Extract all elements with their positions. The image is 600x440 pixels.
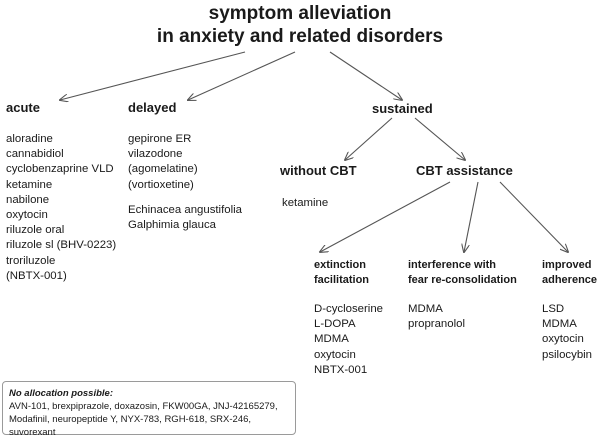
list-item: oxytocin <box>542 333 584 346</box>
arrow-to-cbt-assistance <box>414 117 465 160</box>
extinction-list: D-cycloserine L-DOPA MDMA oxytocin NBTX-… <box>314 302 383 378</box>
list-item: psilocybin <box>542 348 593 361</box>
list-item: LSD <box>542 303 565 315</box>
list-item: troriluzole <box>6 254 56 267</box>
list-item: riluzole oral <box>6 224 65 237</box>
list-item: D-cycloserine <box>314 303 383 315</box>
list-item: (agomelatine) <box>128 163 198 176</box>
list-item: gepirone ER <box>128 133 192 145</box>
list-item: propranolol <box>408 318 465 331</box>
arrow-to-acute <box>60 51 246 100</box>
delayed-heading: delayed <box>128 100 177 115</box>
no-allocation-title: No allocation possible: <box>9 388 113 399</box>
arrow-to-delayed <box>188 51 296 100</box>
without-cbt-list: ketamine <box>282 196 328 211</box>
delayed-list-2: Echinacea angustifolia Galphimia glauca <box>128 203 242 233</box>
sustained-heading: sustained <box>372 101 433 116</box>
list-item: Galphimia glauca <box>128 219 217 232</box>
list-item: (vortioxetine) <box>128 178 194 191</box>
interference-list: MDMA propranolol <box>408 302 465 332</box>
list-item: MDMA <box>314 333 349 346</box>
delayed-list: gepirone ER vilazodone (agomelatine) (vo… <box>128 132 198 193</box>
list-item: oxytocin <box>6 209 48 222</box>
list-item: cyclobenzaprine VLD <box>6 163 114 176</box>
adherence-heading: improved adherence <box>542 259 598 286</box>
list-item: vilazodone <box>128 148 183 161</box>
list-item: ketamine <box>282 197 329 209</box>
cbt-assistance-heading: CBT assistance <box>416 163 513 178</box>
list-item: aloradine <box>6 133 53 145</box>
list-item: ketamine <box>6 178 53 191</box>
diagram-title-line-1: symptom alleviation <box>208 3 392 24</box>
list-item: Echinacea angustifolia <box>128 204 242 216</box>
arrow-to-adherence <box>499 181 568 252</box>
no-allocation-line-1: AVN-101, brexpiprazole, doxazosin, FKW00… <box>9 401 278 412</box>
list-item: MDMA <box>542 318 577 331</box>
adherence-column: improved adherence LSD MDMA oxytocin psi… <box>542 258 600 368</box>
no-allocation-line-2: Modafinil, neuropeptide Y, NYX-783, RGH-… <box>9 414 252 438</box>
adherence-list: LSD MDMA oxytocin psilocybin <box>542 302 600 363</box>
list-item: nabilone <box>6 193 50 206</box>
list-item: oxytocin <box>314 348 356 361</box>
no-allocation-box: No allocation possible: AVN-101, brexpip… <box>2 381 296 438</box>
list-item: riluzole sl (BHV-0223) <box>6 239 117 252</box>
list-item: NBTX-001 <box>314 363 368 376</box>
list-item: L-DOPA <box>314 318 356 331</box>
list-item: MDMA <box>408 303 443 315</box>
acute-heading: acute <box>6 100 40 115</box>
extinction-heading: extinction facilitation <box>314 259 370 286</box>
interference-heading: interference with fear re-consolidation <box>408 259 517 286</box>
arrow-to-extinction <box>320 181 451 252</box>
arrow-to-without-cbt <box>345 117 393 160</box>
acute-list: aloradine cannabidiol cyclobenzaprine VL… <box>6 132 116 284</box>
arrow-to-sustained <box>329 51 402 100</box>
list-item: (NBTX-001) <box>6 269 67 282</box>
diagram-title-line-2: in anxiety and related disorders <box>156 26 444 47</box>
list-item: cannabidiol <box>6 148 64 161</box>
arrow-to-interference <box>464 181 479 252</box>
without-cbt-heading: without CBT <box>280 163 357 178</box>
